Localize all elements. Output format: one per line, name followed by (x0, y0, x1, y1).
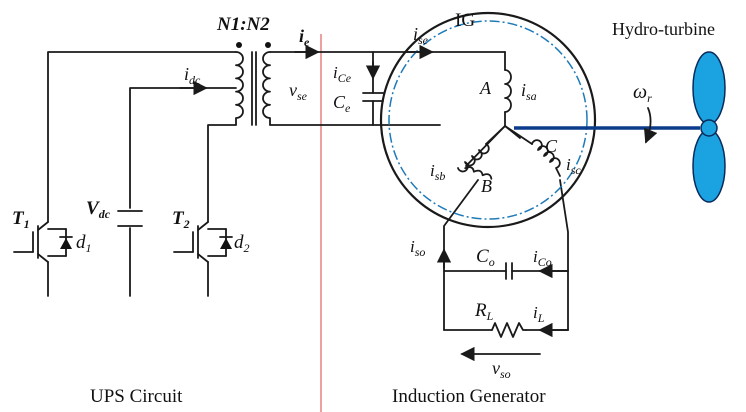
phase-a-label: A (479, 78, 492, 98)
phase-c-label: C (545, 136, 558, 156)
ig-label: IG (455, 10, 475, 31)
phase-b-winding (464, 166, 493, 180)
d2-label: d2 (234, 232, 250, 255)
transformer-core (251, 51, 257, 126)
phase-b-winding-turns (457, 143, 490, 173)
vse-label: vse (289, 80, 308, 103)
polarity-dot-primary (236, 42, 242, 48)
phase-c-winding-turns (531, 139, 561, 177)
switch-t1 (13, 221, 73, 263)
switch-t2 (173, 221, 233, 263)
ce-label: Ce (333, 92, 351, 115)
isb-label: isb (430, 161, 445, 183)
idc-label: idc (184, 64, 201, 87)
hydro-turbine-label: Hydro-turbine (612, 19, 715, 39)
isc-label: isc (566, 155, 581, 177)
co-label: Co (476, 246, 495, 269)
isa-label: isa (521, 80, 537, 103)
ico-label: iCo (533, 247, 552, 269)
polarity-dot-secondary (265, 42, 271, 48)
stator-airgap-dashed (388, 20, 588, 220)
ice-label: iCe (333, 63, 352, 85)
load-resistor (491, 322, 527, 338)
ups-circuit-caption: UPS Circuit (90, 386, 183, 407)
rl-label: RL (474, 300, 494, 323)
vdc-label: Vdc (86, 198, 111, 221)
primary-winding (235, 51, 244, 126)
induction-generator-caption: Induction Generator (392, 386, 546, 407)
hydro-turbine-blades (692, 51, 726, 203)
rotation-arrow (643, 107, 658, 144)
ise-label: ise (413, 24, 429, 47)
iso-label: iso (410, 237, 425, 259)
il-label: iL (533, 303, 545, 325)
stator-outline (379, 11, 597, 229)
d1-label: d1 (76, 232, 92, 255)
secondary-winding (262, 51, 271, 126)
t1-label: T1 (12, 208, 30, 231)
vso-label: vso (492, 358, 511, 381)
omega-label: ωr (633, 81, 652, 105)
turns-ratio-label: N1:N2 (216, 14, 270, 35)
ie-label: ie (299, 26, 310, 49)
t2-label: T2 (172, 208, 190, 231)
ups-wiring (47, 51, 237, 297)
phase-a-winding (504, 69, 512, 113)
phase-b-label: B (481, 176, 492, 196)
